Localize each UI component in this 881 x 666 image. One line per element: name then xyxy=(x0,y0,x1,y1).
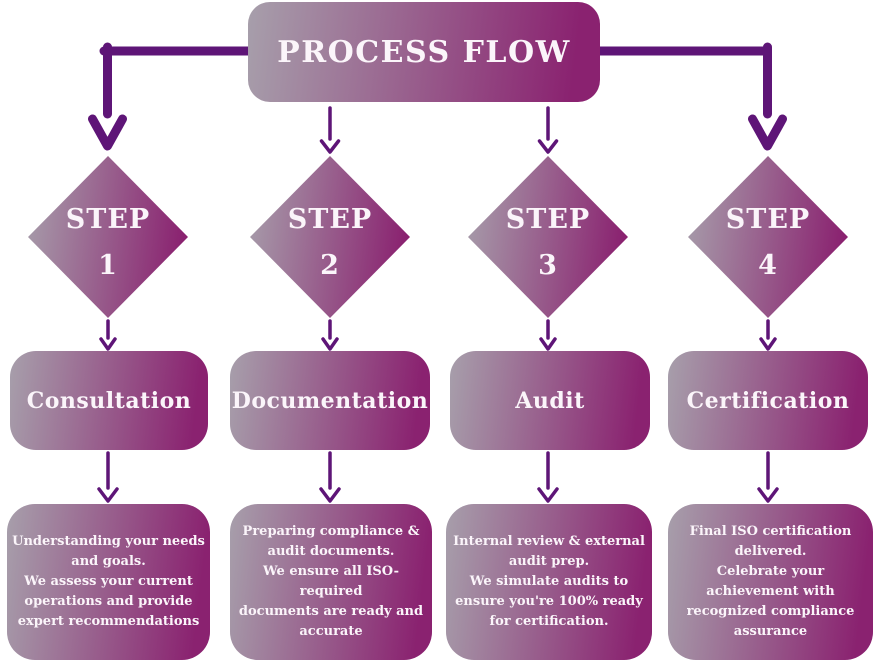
step-number: 2 xyxy=(320,250,340,281)
step-number: 4 xyxy=(758,250,778,281)
arrow-down-icon xyxy=(537,487,559,503)
step-label: STEP xyxy=(287,204,373,235)
arrow-down-icon xyxy=(321,337,339,351)
step-number: 1 xyxy=(98,250,118,281)
stage-box-audit: Audit xyxy=(450,351,650,450)
arrow-down-icon xyxy=(759,337,777,351)
arrow-down-icon xyxy=(748,114,787,151)
stage-box-certification: Certification xyxy=(668,351,868,450)
arrow-down-icon xyxy=(319,139,341,154)
stage-label: Audit xyxy=(515,387,585,414)
arrow-down-icon xyxy=(88,114,127,151)
step-label: STEP xyxy=(65,204,151,235)
arrow-down-icon xyxy=(319,487,341,503)
arrow-down-icon xyxy=(97,487,119,503)
description-text: Understanding your needs and goals. We a… xyxy=(12,533,205,630)
flow-arrows xyxy=(97,106,779,503)
arrow-down-icon xyxy=(99,337,117,351)
arrow-down-icon xyxy=(537,139,559,154)
stage-box-documentation: Documentation xyxy=(230,351,430,450)
description-box-documentation: Preparing compliance & audit documents. … xyxy=(230,504,432,660)
stage-label: Certification xyxy=(686,387,850,414)
description-box-certification: Final ISO certification delivered. Celeb… xyxy=(668,504,873,660)
arrow-down-icon xyxy=(539,337,557,351)
step-number: 3 xyxy=(538,250,558,281)
description-text: Preparing compliance & audit documents. … xyxy=(238,523,424,640)
page-title: PROCESS FLOW xyxy=(277,34,571,70)
stage-label: Documentation xyxy=(231,387,429,414)
description-box-audit: Internal review & external audit prep. W… xyxy=(446,504,652,660)
title-box: PROCESS FLOW xyxy=(248,2,600,102)
step-label: STEP xyxy=(505,204,591,235)
stage-box-consultation: Consultation xyxy=(10,351,208,450)
description-box-consultation: Understanding your needs and goals. We a… xyxy=(7,504,210,660)
stage-label: Consultation xyxy=(26,387,192,414)
description-text: Internal review & external audit prep. W… xyxy=(453,533,645,630)
step-label: STEP xyxy=(725,204,811,235)
arrow-down-icon xyxy=(757,487,779,503)
description-text: Final ISO certification delivered. Celeb… xyxy=(686,523,855,640)
